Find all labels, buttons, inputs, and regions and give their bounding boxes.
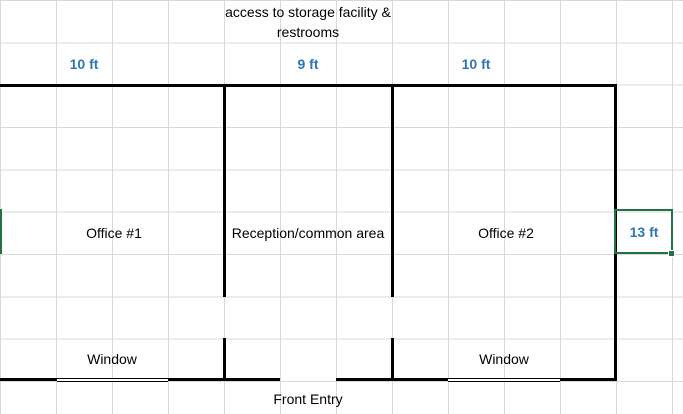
wall-office1-reception-lower: [223, 338, 226, 381]
wall-top: [0, 84, 617, 87]
window-symbol-office1: [57, 378, 168, 382]
room-label-reception[interactable]: Reception/common area: [231, 225, 385, 241]
storage-access-note-line2: restrooms: [276, 24, 340, 40]
wall-bottom-segment-4: [560, 378, 617, 381]
wall-office1-reception-upper: [223, 84, 226, 297]
storage-access-note-line1: access to storage facility &: [225, 4, 391, 20]
window-label-office2[interactable]: Window: [479, 351, 529, 367]
green-border-segment: [0, 209, 2, 254]
dimension-building-depth[interactable]: 13 ft: [629, 224, 659, 240]
wall-bottom-segment-3: [336, 378, 448, 381]
selected-cell[interactable]: [614, 209, 673, 254]
wall-reception-office2-upper: [391, 84, 394, 297]
front-entry-label[interactable]: Front Entry: [273, 391, 343, 407]
fill-handle[interactable]: [668, 250, 675, 257]
dimension-reception-width[interactable]: 9 ft: [297, 56, 319, 72]
wall-bottom-segment-2: [168, 378, 280, 381]
room-label-office2[interactable]: Office #2: [478, 225, 534, 241]
room-label-office1[interactable]: Office #1: [86, 225, 142, 241]
dimension-office2-width[interactable]: 10 ft: [461, 56, 491, 72]
dimension-office1-width[interactable]: 10 ft: [69, 56, 99, 72]
window-label-office1[interactable]: Window: [87, 351, 137, 367]
window-symbol-office2: [448, 378, 560, 382]
wall-reception-office2-lower: [391, 338, 394, 381]
wall-bottom-segment-1: [0, 378, 57, 381]
storage-access-note[interactable]: access to storage facility & restrooms: [225, 2, 391, 42]
